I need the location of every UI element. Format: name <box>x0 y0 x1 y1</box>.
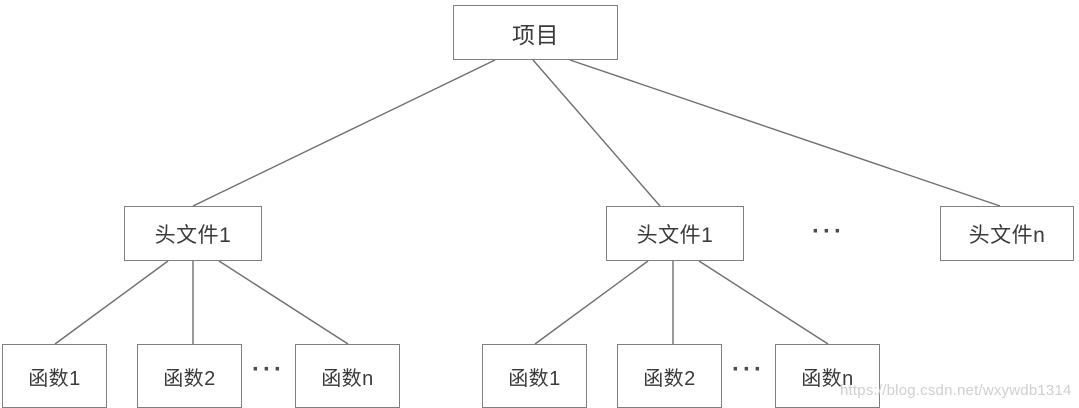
edge-header-2-to-function-n <box>698 260 829 345</box>
left-function-ellipsis: ··· <box>252 356 285 383</box>
node-header-file-1[interactable]: 头文件1 <box>124 206 262 261</box>
node-right-function-2[interactable]: 函数2 <box>617 344 722 408</box>
watermark: https://blog.csdn.net/wxywdb1314 <box>840 382 1072 399</box>
node-project[interactable]: 项目 <box>453 5 618 60</box>
edge-root-to-header-n <box>569 59 1001 207</box>
edge-header-1-to-function-1 <box>54 260 169 345</box>
node-right-function-1[interactable]: 函数1 <box>482 344 587 408</box>
right-function-ellipsis: ··· <box>732 356 765 383</box>
node-left-function-1[interactable]: 函数1 <box>2 344 107 408</box>
edge-root-to-header-1 <box>192 59 496 207</box>
node-left-function-n[interactable]: 函数n <box>295 344 400 408</box>
edge-header-2-to-function-1 <box>534 260 649 345</box>
edge-root-to-header-2 <box>532 59 661 207</box>
node-left-function-2[interactable]: 函数2 <box>137 344 242 408</box>
edge-header-1-to-function-n <box>218 260 349 345</box>
node-header-file-n[interactable]: 头文件n <box>940 206 1074 261</box>
node-header-file-2[interactable]: 头文件1 <box>606 206 744 261</box>
header-ellipsis: ··· <box>812 218 845 245</box>
